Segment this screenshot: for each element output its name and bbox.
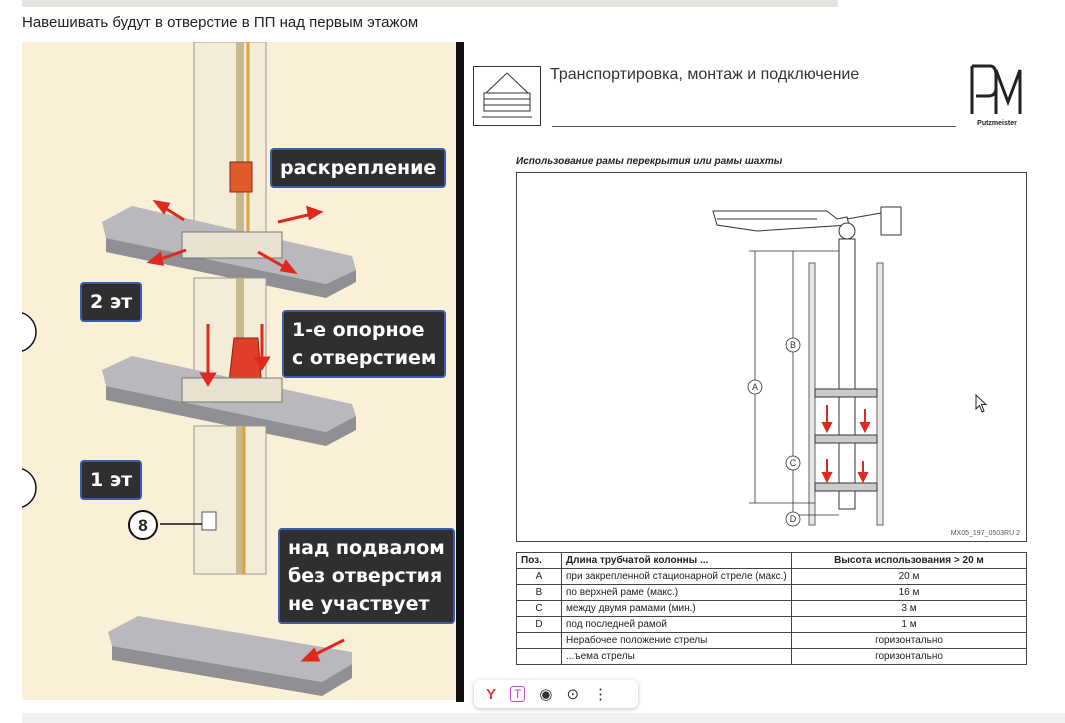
putzmeister-logo: Putzmeister (966, 62, 1028, 128)
position-badge: 8 (128, 510, 158, 540)
image-divider (456, 42, 464, 702)
column-figure: A B C D MX05_197_0503RU 2 (516, 172, 1027, 542)
cell-value: 16 м (791, 584, 1027, 601)
spec-table: Поз. Длина трубчатой колонны ... Высота … (516, 552, 1027, 665)
cell-pos: A (516, 568, 562, 585)
table-row: C между двумя рамами (мин.) 3 м (516, 600, 1027, 617)
header-length: Длина трубчатой колонны ... (561, 552, 792, 569)
dim-letter-b: B (790, 340, 796, 350)
cell-pos: C (516, 600, 562, 617)
translate-icon[interactable]: T (510, 686, 526, 702)
transport-icon (473, 66, 541, 126)
table-row: D под последней рамой 1 м (516, 616, 1027, 633)
table-row: A при закрепленной стационарной стреле (… (516, 568, 1027, 585)
column-drawing (22, 42, 356, 696)
image-toolbar: Y T ◉ ⊙ ⋮ (474, 680, 638, 708)
column-illustration: раскрепление 2 эт 1-е опорное с отверсти… (22, 42, 456, 700)
label-raskreplenie: раскрепление (270, 148, 447, 188)
cell-desc: ...ъема стрелы (561, 648, 792, 665)
dim-letter-d: D (790, 514, 797, 524)
table-header-row: Поз. Длина трубчатой колонны ... Высота … (516, 552, 1027, 569)
lens-icon[interactable]: ⊙ (566, 686, 580, 703)
header-pos: Поз. (516, 552, 562, 569)
yandex-icon[interactable]: Y (486, 685, 497, 703)
cell-value: 1 м (791, 616, 1027, 633)
label-floor-1: 1 эт (80, 460, 143, 500)
page-title: Транспортировка, монтаж и подключение (550, 66, 860, 83)
label-support: 1-е опорное с отверстием (282, 310, 447, 378)
mouse-cursor-icon (975, 393, 989, 419)
cell-desc: Нерабочее положение стрелы (561, 632, 792, 649)
figure-code: MX05_197_0503RU 2 (950, 530, 1020, 537)
table-row: ...ъема стрелы горизонтально (516, 648, 1027, 665)
cell-pos (516, 632, 562, 649)
message-caption: Навешивать будут в отверстие в ПП над пе… (22, 14, 419, 31)
cell-desc: по верхней раме (макс.) (561, 584, 792, 601)
table-row: Нерабочее положение стрелы горизонтально (516, 632, 1027, 649)
header-height: Высота использования > 20 м (791, 552, 1027, 569)
manual-page: Транспортировка, монтаж и подключение Pu… (464, 42, 1065, 702)
dimension-drawing: A B C D (712, 206, 902, 527)
eye-icon[interactable]: ◉ (539, 686, 553, 703)
cell-desc: при закрепленной стационарной стреле (ма… (561, 568, 792, 585)
cell-value: горизонтально (791, 632, 1027, 649)
cell-value: горизонтально (791, 648, 1027, 665)
more-icon[interactable]: ⋮ (593, 686, 609, 703)
cell-value: 3 м (791, 600, 1027, 617)
previous-image-strip (22, 0, 838, 7)
label-basement: над подвалом без отверстия не участвует (278, 528, 455, 624)
figure-subheading: Использование рамы перекрытия или рамы ш… (516, 156, 783, 167)
cell-pos: B (516, 584, 562, 601)
cell-value: 20 м (791, 568, 1027, 585)
logo-wordmark: Putzmeister (977, 120, 1017, 127)
cell-pos: D (516, 616, 562, 633)
table-row: B по верхней раме (макс.) 16 м (516, 584, 1027, 601)
label-floor-2: 2 эт (80, 282, 143, 322)
cell-desc: под последней рамой (561, 616, 792, 633)
message-input-bar[interactable] (22, 713, 1065, 723)
title-underline (552, 126, 956, 127)
cell-desc: между двумя рамами (мин.) (561, 600, 792, 617)
dim-letter-c: C (790, 458, 797, 468)
dim-letter-a: A (752, 382, 758, 392)
cell-pos (516, 648, 562, 665)
